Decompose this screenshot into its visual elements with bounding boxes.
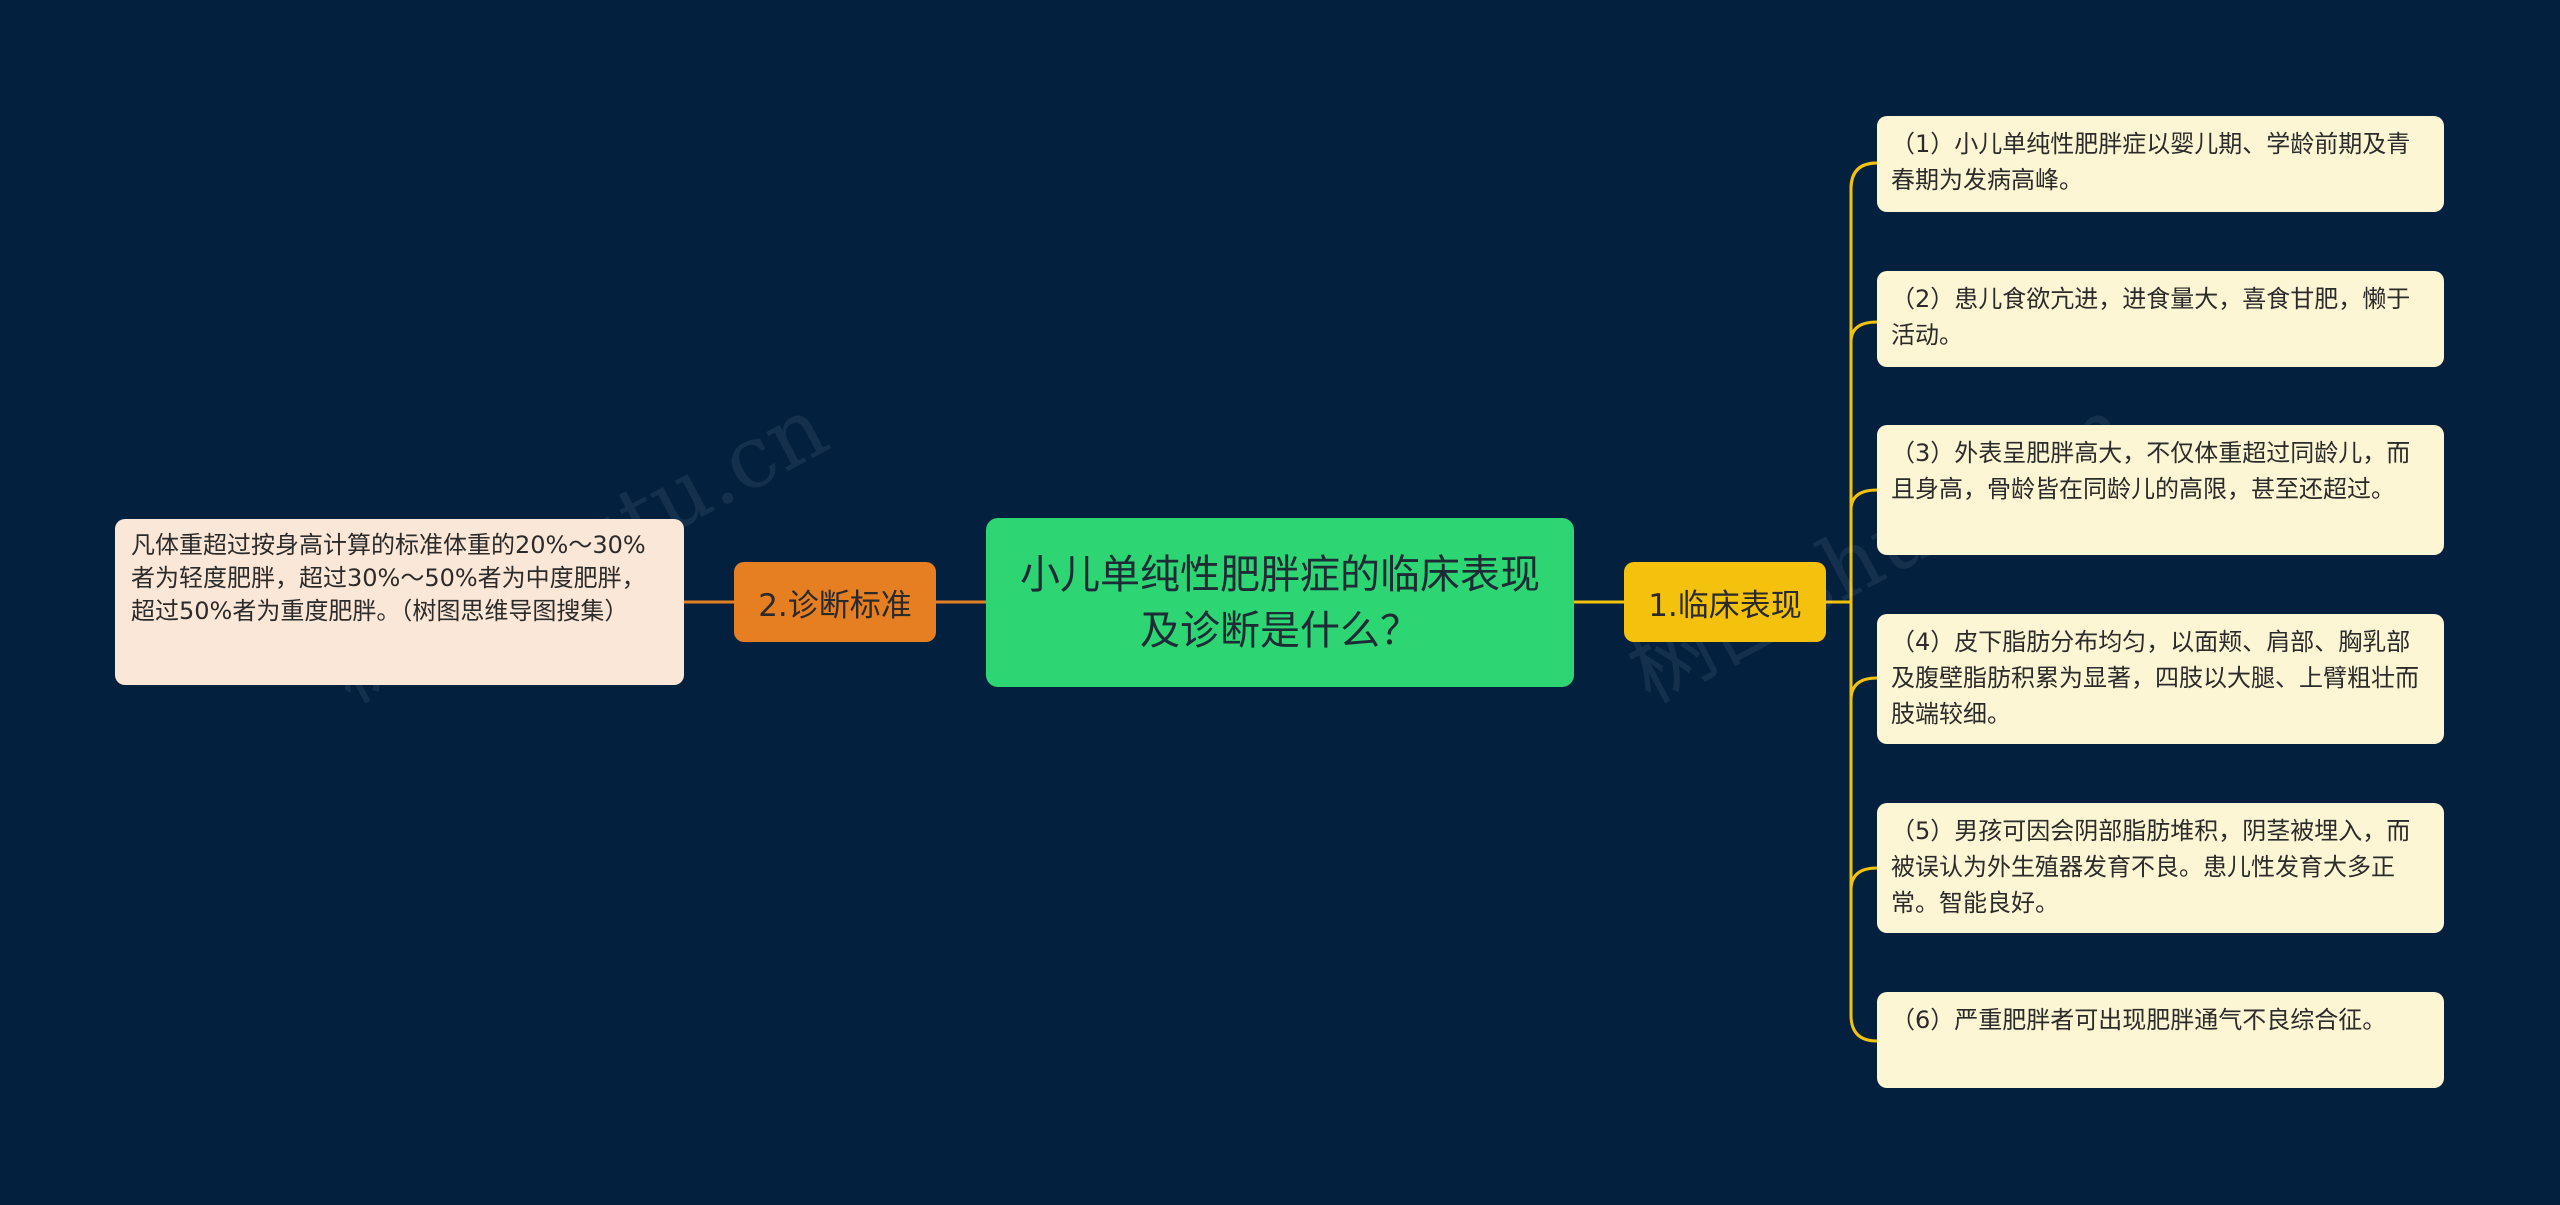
branch-clinical-label: 1.临床表现: [1648, 587, 1802, 624]
branch-diagnostic-criteria[interactable]: 2.诊断标准: [734, 562, 936, 642]
leaf-clinical-2-text: （2）患儿食欲亢进，进食量大，喜食甘肥，懒于活动。: [1891, 285, 2411, 349]
central-topic[interactable]: 小儿单纯性肥胖症的临床表现及诊断是什么？: [986, 518, 1574, 687]
leaf-diagnosis-1-text: 凡体重超过按身高计算的标准体重的20%～30%者为轻度肥胖，超过30%～50%者…: [131, 531, 646, 625]
leaf-diagnosis-1[interactable]: 凡体重超过按身高计算的标准体重的20%～30%者为轻度肥胖，超过30%～50%者…: [115, 519, 684, 685]
central-topic-text: 小儿单纯性肥胖症的临床表现及诊断是什么？: [1020, 551, 1540, 654]
leaf-clinical-3[interactable]: （3）外表呈肥胖高大，不仅体重超过同龄儿，而且身高，骨龄皆在同龄儿的高限，甚至还…: [1877, 425, 2444, 555]
leaf-clinical-2[interactable]: （2）患儿食欲亢进，进食量大，喜食甘肥，懒于活动。: [1877, 271, 2444, 367]
leaf-clinical-1[interactable]: （1）小儿单纯性肥胖症以婴儿期、学龄前期及青春期为发病高峰。: [1877, 116, 2444, 212]
connector-leaf-2: [1849, 320, 1878, 343]
connector-leaf-1: [1849, 161, 1878, 190]
leaf-clinical-5[interactable]: （5）男孩可因会阴部脂肪堆积，阴茎被埋入，而被误认为外生殖器发育不良。患儿性发育…: [1877, 803, 2444, 933]
leaf-clinical-5-text: （5）男孩可因会阴部脂肪堆积，阴茎被埋入，而被误认为外生殖器发育不良。患儿性发育…: [1891, 817, 2411, 917]
leaf-clinical-6-text: （6）严重肥胖者可出现肥胖通气不良综合征。: [1891, 1006, 2387, 1034]
leaf-clinical-3-text: （3）外表呈肥胖高大，不仅体重超过同龄儿，而且身高，骨龄皆在同龄儿的高限，甚至还…: [1891, 439, 2411, 503]
leaf-clinical-1-text: （1）小儿单纯性肥胖症以婴儿期、学龄前期及青春期为发病高峰。: [1891, 130, 2411, 194]
leaf-clinical-4-text: （4）皮下脂肪分布均匀，以面颊、肩部、胸乳部及腹壁脂肪积累为显著，四肢以大腿、上…: [1891, 628, 2419, 728]
branch-diagnosis-label: 2.诊断标准: [758, 587, 912, 624]
connector-leaf-5: [1849, 866, 1878, 891]
leaf-clinical-4[interactable]: （4）皮下脂肪分布均匀，以面颊、肩部、胸乳部及腹壁脂肪积累为显著，四肢以大腿、上…: [1877, 614, 2444, 744]
connector-trunk: [1849, 161, 1878, 1043]
connector-leaf-4: [1849, 676, 1878, 701]
branch-clinical-manifestations[interactable]: 1.临床表现: [1624, 562, 1826, 642]
connector-leaf-3: [1849, 488, 1878, 511]
leaf-clinical-6[interactable]: （6）严重肥胖者可出现肥胖通气不良综合征。: [1877, 992, 2444, 1088]
